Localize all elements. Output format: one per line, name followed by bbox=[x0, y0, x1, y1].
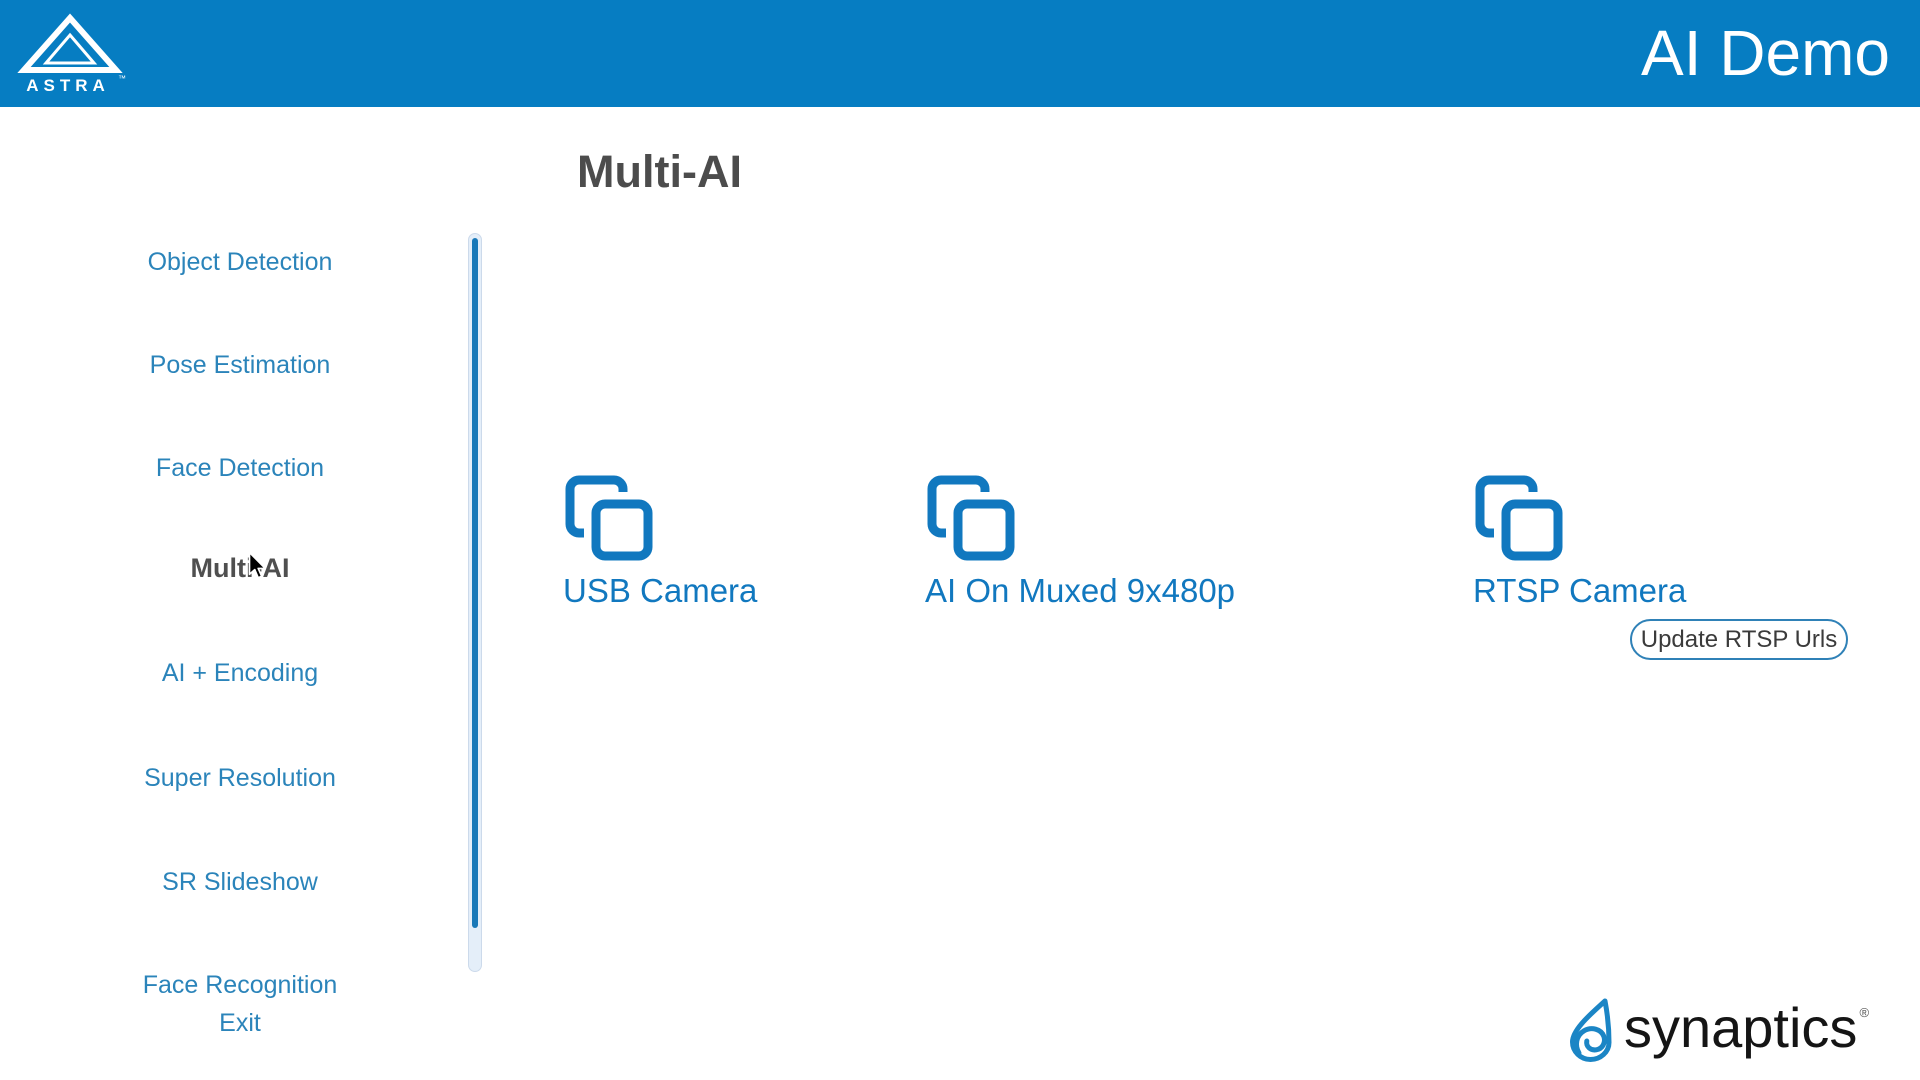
option-ai-on-muxed[interactable]: AI On Muxed 9x480p bbox=[925, 474, 1235, 610]
astra-logo: ASTRA ™ bbox=[14, 11, 126, 97]
app-header: ASTRA ™ AI Demo bbox=[0, 0, 1920, 107]
copy-icon bbox=[927, 475, 1017, 562]
sidebar-item-pose-estimation[interactable]: Pose Estimation bbox=[149, 351, 331, 379]
sidebar-scrollbar-track[interactable] bbox=[468, 233, 482, 972]
sidebar-item-face-recognition[interactable]: Face Recognition bbox=[142, 971, 338, 999]
synaptics-logo-text: synaptics bbox=[1624, 996, 1858, 1059]
astra-logo-text: ASTRA bbox=[26, 76, 110, 95]
synaptics-logo: synaptics ® bbox=[1566, 997, 1869, 1063]
astra-trademark: ™ bbox=[118, 74, 126, 83]
sidebar-item-multi-ai[interactable]: Multi-AI bbox=[190, 553, 290, 583]
sidebar-item-super-resolution[interactable]: Super Resolution bbox=[144, 764, 336, 792]
page-title: Multi-AI bbox=[577, 146, 742, 197]
update-rtsp-urls-button[interactable]: Update RTSP Urls bbox=[1630, 619, 1848, 660]
option-label-ai-on-muxed[interactable]: AI On Muxed 9x480p bbox=[925, 572, 1236, 609]
sidebar-item-object-detection[interactable]: Object Detection bbox=[147, 248, 333, 276]
sidebar-scrollbar-thumb[interactable] bbox=[472, 238, 478, 928]
copy-icon bbox=[565, 475, 655, 562]
sidebar-item-face-detection[interactable]: Face Detection bbox=[155, 454, 325, 482]
option-label-usb-camera[interactable]: USB Camera bbox=[563, 572, 758, 609]
option-usb-camera[interactable]: USB Camera bbox=[563, 474, 757, 610]
sidebar-item-exit[interactable]: Exit bbox=[219, 1009, 261, 1037]
copy-icon bbox=[1475, 475, 1565, 562]
synaptics-droplet-icon bbox=[1569, 998, 1612, 1063]
sidebar-item-ai-encoding[interactable]: AI + Encoding bbox=[161, 659, 319, 687]
sidebar-item-sr-slideshow[interactable]: SR Slideshow bbox=[162, 868, 318, 896]
option-label-rtsp-camera[interactable]: RTSP Camera bbox=[1473, 572, 1687, 609]
synaptics-reg-mark: ® bbox=[1859, 1005, 1870, 1020]
app-title: AI Demo bbox=[1641, 17, 1890, 89]
option-rtsp-camera[interactable]: RTSP Camera bbox=[1473, 474, 1686, 610]
